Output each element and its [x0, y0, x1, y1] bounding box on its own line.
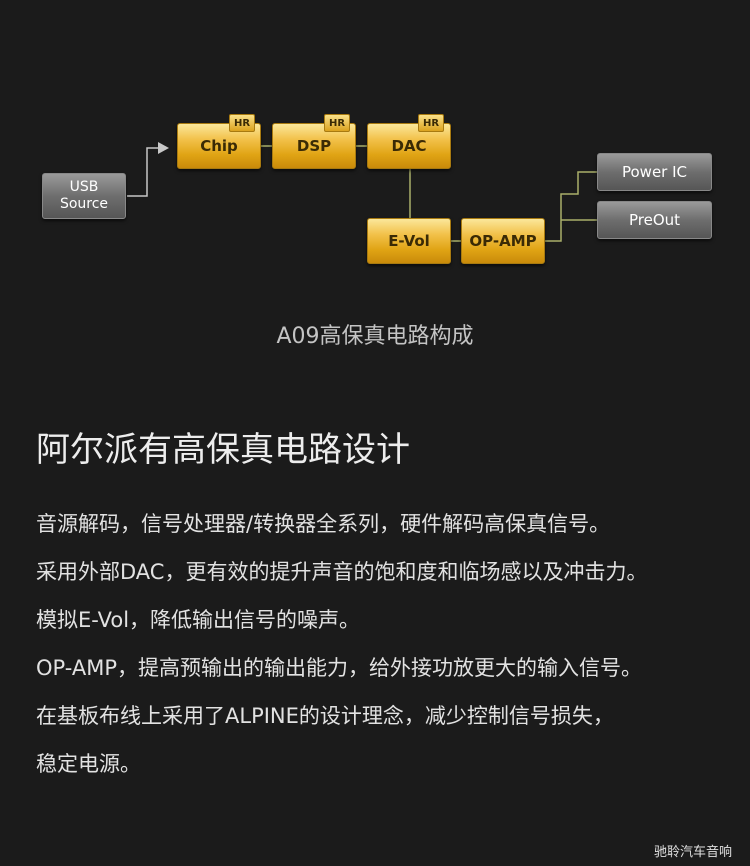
connector-lines: [127, 142, 597, 242]
section-heading: 阿尔派有高保真电路设计: [36, 430, 410, 470]
description-line: 采用外部DAC，更有效的提升声音的饱和度和临场感以及冲击力。: [36, 560, 648, 584]
description-line: 模拟E-Vol，降低输出信号的噪声。: [36, 608, 361, 632]
opamp-node: OP-AMP: [461, 218, 545, 264]
preout-node: PreOut: [597, 201, 712, 239]
power-ic-label: Power IC: [621, 163, 688, 181]
usb-to-chip-connector: [127, 147, 160, 197]
dsp-label: DSP: [296, 137, 332, 155]
watermark: 驰聆汽车音响: [653, 845, 732, 860]
evol-node: E-Vol: [367, 218, 451, 264]
dac-node: DAC: [367, 123, 451, 169]
opamp-label: OP-AMP: [469, 232, 537, 250]
hr-badge-chip: HR: [229, 114, 255, 132]
diagram-caption: A09高保真电路构成: [276, 324, 474, 349]
arrow-head-icon: [158, 142, 169, 154]
preout-label: PreOut: [628, 211, 681, 229]
description-line: 音源解码，信号处理器/转换器全系列，硬件解码高保真信号。: [36, 512, 611, 536]
dac-label: DAC: [391, 137, 427, 155]
power-ic-node: Power IC: [597, 153, 712, 191]
description-line: 稳定电源。: [36, 752, 141, 776]
description-line: 在基板布线上采用了ALPINE的设计理念，减少控制信号损失，: [36, 704, 614, 728]
hr-badge-dsp: HR: [324, 114, 350, 132]
hr-badge-dac: HR: [418, 114, 444, 132]
chip-label: Chip: [200, 137, 238, 155]
description-line: OP-AMP，提高预输出的输出能力，给外接功放更大的输入信号。: [36, 656, 642, 680]
opamp-poweric-connector: [544, 171, 597, 242]
usb-source-label-line2: Source: [59, 196, 109, 212]
usb-source-node: USB Source: [42, 173, 126, 219]
usb-source-label-line1: USB: [69, 179, 99, 195]
circuit-diagram: USB Source Chip HR DSP HR DAC HR E-Vol O…: [0, 0, 750, 300]
evol-label: E-Vol: [388, 232, 430, 250]
feature-description: 音源解码，信号处理器/转换器全系列，硬件解码高保真信号。 采用外部DAC，更有效…: [36, 500, 647, 788]
